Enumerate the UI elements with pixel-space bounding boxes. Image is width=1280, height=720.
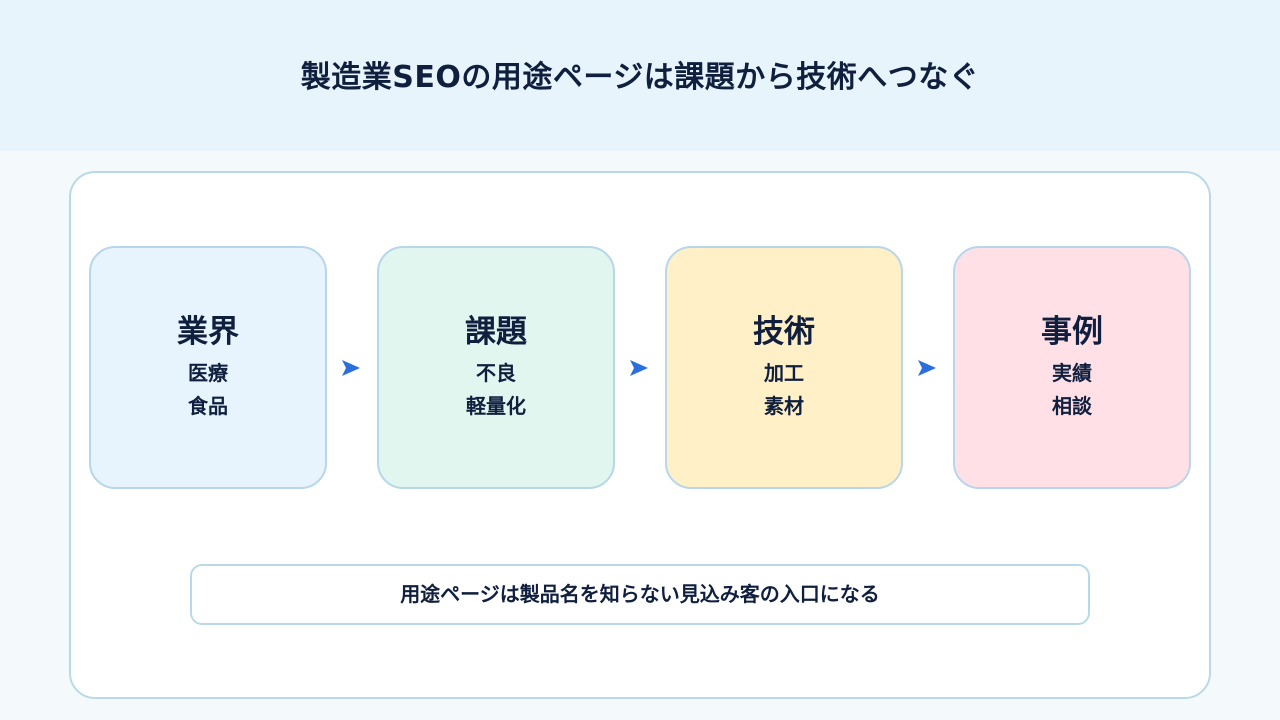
step-title: 業界	[177, 314, 239, 350]
step-example: 不良	[476, 361, 516, 385]
step-card-technology: 技術 加工 素材	[665, 246, 903, 489]
page-title: 製造業SEOの用途ページは課題から技術へつなぐ	[300, 60, 980, 95]
arrow-right-icon	[342, 360, 360, 376]
step-card-case: 事例 実績 相談	[953, 246, 1191, 489]
arrow-right-icon	[630, 360, 648, 376]
step-example: 食品	[188, 394, 228, 418]
step-title: 技術	[753, 314, 815, 350]
summary-box: 用途ページは製品名を知らない見込み客の入口になる	[190, 564, 1090, 625]
step-example: 医療	[188, 361, 228, 385]
step-example: 相談	[1052, 394, 1092, 418]
step-card-issue: 課題 不良 軽量化	[377, 246, 615, 489]
step-example: 実績	[1052, 361, 1092, 385]
step-card-industry: 業界 医療 食品	[89, 246, 327, 489]
arrow-right-icon	[918, 360, 936, 376]
header-band	[0, 0, 1280, 151]
step-example: 加工	[764, 361, 804, 385]
step-example: 素材	[764, 394, 804, 418]
step-example: 軽量化	[466, 394, 526, 418]
step-title: 事例	[1041, 314, 1103, 350]
step-title: 課題	[465, 314, 527, 350]
